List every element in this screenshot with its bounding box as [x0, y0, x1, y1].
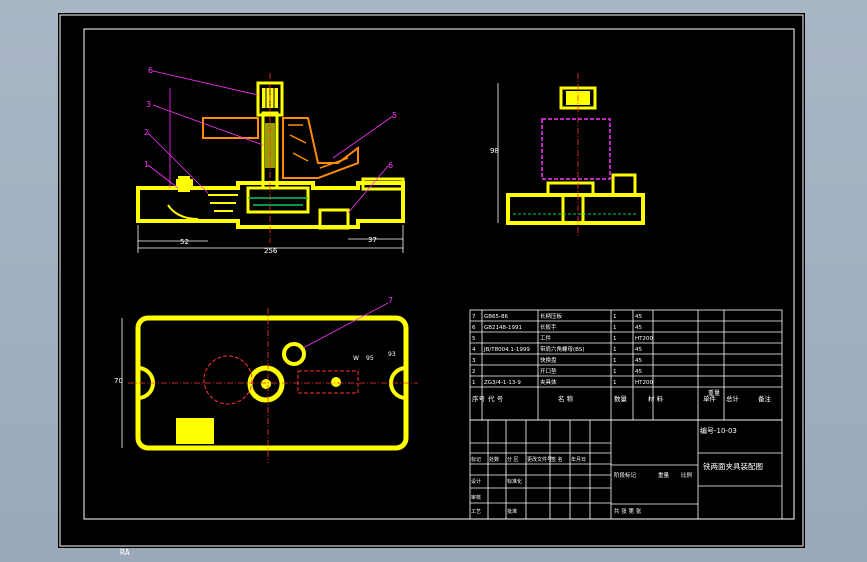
dim-top-h3: 93	[388, 351, 396, 358]
bom-cell: 45	[635, 325, 642, 331]
dim-front-length: 256	[264, 247, 278, 255]
bom-cell: 1	[613, 336, 617, 342]
part-no-5: 5	[392, 111, 397, 120]
part-no-1: 1	[144, 160, 149, 169]
title-block-cell: 标记	[471, 456, 481, 463]
bom-header-unit_weight: 单件	[703, 394, 717, 403]
inner-frame	[83, 28, 795, 520]
bom-cell: 1	[613, 325, 617, 331]
title-block-cell: 批准	[507, 508, 517, 515]
title-block-cell: 分 区	[507, 456, 519, 463]
bom-cell: 7	[472, 314, 476, 320]
scale-label: 比例	[681, 471, 693, 479]
bom-cell: 45	[635, 347, 642, 353]
dim-front-right: 37	[368, 236, 377, 244]
bom-header-weight: 重量	[708, 389, 720, 397]
bom-cell: 5	[472, 336, 476, 342]
title-block-cell: 签 名	[551, 456, 563, 463]
bom-cell: 1	[613, 369, 617, 375]
bom-cell: 4	[472, 347, 476, 353]
title-block-cell: 年月日	[571, 456, 586, 463]
bom-cell: GB65-86	[484, 314, 509, 320]
part-no-7: 7	[388, 296, 393, 305]
part-no-3: 3	[146, 100, 151, 109]
bom-cell: 1	[613, 380, 617, 386]
bom-header-qty: 数量	[614, 394, 628, 403]
stage-label: 阶段标记	[614, 471, 637, 479]
dim-top-h2: 95	[366, 355, 374, 362]
bom-cell: 45	[635, 369, 642, 375]
bom-cell: 带肩六角螺母(BS)	[540, 345, 584, 353]
bom-cell: 长扳手	[540, 323, 557, 331]
bom-cell: 1	[613, 358, 617, 364]
title-block-cell: 标准化	[507, 478, 522, 485]
drawing-viewport[interactable]: 256 52 37 6 3 2 1 5 6 98	[58, 13, 805, 557]
bom-cell: 1	[613, 347, 617, 353]
drawing-title: 铣两面夹具装配图	[703, 461, 763, 471]
bom-cell: HT200	[635, 380, 653, 386]
bom-header-material: 材 料	[648, 394, 664, 403]
bom-cell: 1	[613, 314, 617, 320]
corner-label: RA	[120, 548, 130, 557]
title-block-cell: 处数	[489, 456, 499, 463]
title-block	[469, 419, 783, 520]
sheet-label: 共 张 第 张	[614, 507, 642, 515]
front-view: 256 52 37 6 3 2 1 5 6	[136, 66, 405, 255]
side-view: 98	[490, 73, 645, 238]
bom-cell: 45	[635, 314, 642, 320]
cad-drawing-canvas: 256 52 37 6 3 2 1 5 6 98	[59, 14, 804, 547]
part-no-2: 2	[144, 128, 149, 137]
title-block-cell: 工艺	[471, 509, 481, 515]
dim-side-height: 98	[490, 147, 499, 155]
bom-cell: 快换盘	[540, 356, 557, 364]
bom-cell: 2	[472, 369, 476, 375]
dim-top-height: 70	[114, 377, 123, 385]
part-no-6b: 6	[388, 161, 393, 170]
bom-cell: GB2148-1991	[484, 325, 522, 331]
top-view: 70 W 95 93 7	[114, 296, 418, 463]
bom-cell: 工件	[540, 334, 552, 342]
bom-cell: 3	[472, 358, 476, 364]
part-no-6a: 6	[148, 66, 153, 75]
bom-header-remark: 备注	[758, 394, 772, 403]
bom-header-code: 代 号	[488, 394, 504, 403]
bom-cell: 1	[472, 380, 476, 386]
bom-cell: ZG3/4-1-13-9	[484, 380, 521, 386]
bom-cell: 45	[635, 358, 642, 364]
title-block-cell: 设计	[471, 478, 481, 485]
bom-cell: 开口垫	[540, 367, 557, 375]
dim-top-h1: W	[353, 355, 359, 362]
bom-table	[469, 309, 783, 421]
dim-front-left: 52	[180, 238, 189, 246]
title-block-cell: 更改文件号	[527, 456, 552, 463]
bom-cell: HT200	[635, 336, 653, 342]
bom-header-name: 名 称	[558, 394, 574, 403]
bom-cell: JB/T8004.1-1999	[483, 347, 530, 353]
weight-label: 重量	[658, 471, 670, 479]
outer-frame	[59, 14, 804, 547]
bom-cell: 6	[472, 325, 476, 331]
title-block-cell: 审核	[471, 494, 481, 501]
bom-header-seq: 序号	[472, 394, 486, 403]
bom-cell: 夹具体	[540, 378, 557, 386]
drawing-number: 编号-10-03	[700, 426, 737, 435]
bom-cell: 长柄压板	[540, 312, 563, 320]
bom-header-total_weight: 总计	[726, 394, 740, 403]
